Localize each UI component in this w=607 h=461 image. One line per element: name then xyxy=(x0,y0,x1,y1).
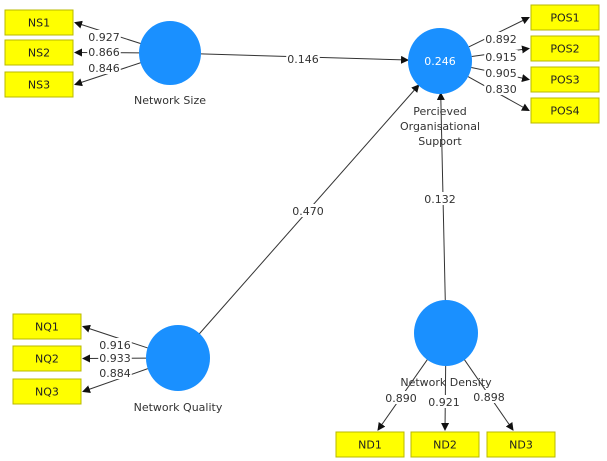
loading-ns2-bg xyxy=(87,45,121,58)
indicator-label: POS4 xyxy=(550,105,579,118)
indicator-label: POS3 xyxy=(550,74,579,87)
indicator-box[interactable] xyxy=(4,39,74,66)
indicator-nd1[interactable]: ND1 xyxy=(335,431,405,458)
indicator-box[interactable] xyxy=(12,313,82,340)
loading-pos4: 0.830 xyxy=(485,83,517,96)
indicator-label: NS3 xyxy=(28,79,50,92)
construct-label: Support xyxy=(418,135,462,148)
construct-nq[interactable]: Network Quality xyxy=(134,325,223,414)
loading-ns3: 0.846 xyxy=(88,62,120,75)
loading-pos4-bg xyxy=(484,82,518,95)
indicator-label: NS2 xyxy=(28,47,50,60)
indicator-box[interactable] xyxy=(4,71,74,98)
loading-nq3-bg xyxy=(98,366,132,379)
loading-nd1-bg xyxy=(384,391,418,404)
indicator-label: NQ2 xyxy=(35,353,59,366)
indicator-box[interactable] xyxy=(4,9,74,36)
loading-nq2: 0.933 xyxy=(99,352,131,365)
indicator-box[interactable] xyxy=(486,431,556,458)
loading-nd1: 0.890 xyxy=(385,392,417,405)
loading-nq1: 0.916 xyxy=(99,339,131,352)
indicator-box[interactable] xyxy=(335,431,405,458)
construct-label: Percieved xyxy=(413,105,466,118)
construct-circle[interactable] xyxy=(408,28,472,94)
path-coefficient-nd-bg xyxy=(423,192,457,205)
indicator-label: NS1 xyxy=(28,17,50,30)
loading-pos3: 0.905 xyxy=(485,67,517,80)
indicator-pos1[interactable]: POS1 xyxy=(530,4,600,31)
loading-nq1-bg xyxy=(98,338,132,351)
loading-ns1-bg xyxy=(87,30,121,43)
indicator-pos4[interactable]: POS4 xyxy=(530,97,600,124)
indicator-label: ND2 xyxy=(433,439,457,452)
indicator-box[interactable] xyxy=(530,35,600,62)
path-coefficient-nq: 0.470 xyxy=(292,205,324,218)
loading-ns1: 0.927 xyxy=(88,31,120,44)
indicator-box[interactable] xyxy=(410,431,480,458)
indicator-label: ND3 xyxy=(509,439,533,452)
loading-nd2-bg xyxy=(427,395,461,408)
indicator-ns2[interactable]: NS2 xyxy=(4,39,74,66)
indicator-nq2[interactable]: NQ2 xyxy=(12,345,82,372)
construct-label: Network Size xyxy=(134,94,206,107)
indicator-nq1[interactable]: NQ1 xyxy=(12,313,82,340)
indicator-box[interactable] xyxy=(530,4,600,31)
construct-circle[interactable] xyxy=(139,21,201,85)
indicator-label: POS2 xyxy=(550,43,579,56)
loading-pos3-bg xyxy=(484,66,518,79)
loading-pos1-bg xyxy=(484,32,518,45)
path-coefficient-ns-bg xyxy=(286,52,320,65)
indicator-box[interactable] xyxy=(530,66,600,93)
indicator-label: ND1 xyxy=(358,439,382,452)
indicator-nq3[interactable]: NQ3 xyxy=(12,378,82,405)
loading-nd3: 0.898 xyxy=(473,391,505,404)
loading-nq2-bg xyxy=(98,351,132,364)
path-coefficient-nd: 0.132 xyxy=(424,193,456,206)
loading-ns3-bg xyxy=(87,61,121,74)
loading-nq3: 0.884 xyxy=(99,367,131,380)
loading-pos2: 0.915 xyxy=(485,51,517,64)
indicator-label: NQ3 xyxy=(35,386,59,399)
indicator-box[interactable] xyxy=(12,345,82,372)
loading-nd3-bg xyxy=(472,390,506,403)
loading-ns2: 0.866 xyxy=(88,46,120,59)
construct-circle[interactable] xyxy=(414,300,478,366)
indicator-ns1[interactable]: NS1 xyxy=(4,9,74,36)
indicator-nd3[interactable]: ND3 xyxy=(486,431,556,458)
loading-nd2: 0.921 xyxy=(428,396,460,409)
construct-nd[interactable]: Network Density xyxy=(400,300,492,389)
construct-circle[interactable] xyxy=(146,325,210,391)
r-squared-value: 0.246 xyxy=(424,55,456,68)
indicator-pos2[interactable]: POS2 xyxy=(530,35,600,62)
indicator-label: NQ1 xyxy=(35,321,59,334)
loading-edge-nq1[interactable] xyxy=(82,324,148,349)
indicator-ns3[interactable]: NS3 xyxy=(4,71,74,98)
construct-label: Organisational xyxy=(400,120,480,133)
indicator-nd2[interactable]: ND2 xyxy=(410,431,480,458)
path-coefficient-ns: 0.146 xyxy=(287,53,319,66)
indicator-label: POS1 xyxy=(550,12,579,25)
path-coefficient-nq-bg xyxy=(291,204,325,217)
indicator-box[interactable] xyxy=(12,378,82,405)
indicator-pos3[interactable]: POS3 xyxy=(530,66,600,93)
loading-edge-nq3[interactable] xyxy=(82,368,148,393)
construct-label: Network Density xyxy=(400,376,492,389)
construct-ns[interactable]: Network Size xyxy=(134,21,206,107)
loading-pos2-bg xyxy=(484,50,518,63)
construct-label: Network Quality xyxy=(134,401,223,414)
loading-pos1: 0.892 xyxy=(485,33,517,46)
indicator-box[interactable] xyxy=(530,97,600,124)
